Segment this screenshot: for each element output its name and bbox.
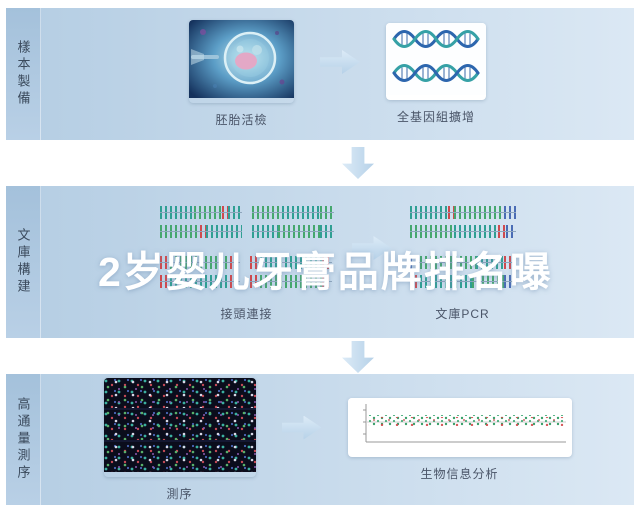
band-sequencing: 高通量測序 [6,374,634,505]
dna-helix-image [386,23,486,100]
band-label-text: 樣本製備 [15,40,31,108]
band-content-library-construction: 接頭連接 [41,186,634,338]
band-content-sample-prep: 胚胎活檢 [41,8,634,140]
arrow-right-icon [281,415,322,440]
step-library-pcr: 文庫PCR [409,203,516,322]
step-wga: 全基因組擴增 [386,23,486,125]
band-label-text: 高通量測序 [15,397,31,482]
step-embryo-biopsy: 胚胎活檢 [189,20,294,128]
band-label-sequencing: 高通量測序 [6,374,41,505]
embryo-biopsy-image [189,20,294,103]
step-caption: 全基因組擴增 [396,110,475,124]
band-content-sequencing: 測序 [41,374,634,505]
step-sequencing: 測序 [103,377,256,502]
band-label-library-construction: 文庫構建 [6,186,41,338]
watermark-text: 2岁婴儿牙膏品牌排名曝 [98,249,553,295]
band-label-text: 文庫構建 [15,228,31,296]
flowcell-image [103,377,256,477]
library-pcr-diagram [409,203,516,291]
step-bioinformatics: 生物信息分析 [347,397,572,482]
arrow-down-icon [342,147,374,179]
bioinformatics-plot [347,397,572,457]
arrow-right-icon [320,50,360,74]
step-caption: 生物信息分析 [420,466,499,481]
arrow-down-icon [342,341,374,373]
band-sample-prep: 樣本製備 [6,8,634,140]
step-caption: 測序 [166,486,193,501]
step-caption: 接頭連接 [220,306,273,321]
adapter-ligation-diagram [159,203,334,291]
step-caption: 胚胎活檢 [215,113,268,127]
band-label-sample-prep: 樣本製備 [6,8,41,140]
band-library-construction: 文庫構建 [6,186,634,338]
step-adapter-ligation: 接頭連接 [159,203,334,322]
step-caption: 文庫PCR [435,306,490,321]
